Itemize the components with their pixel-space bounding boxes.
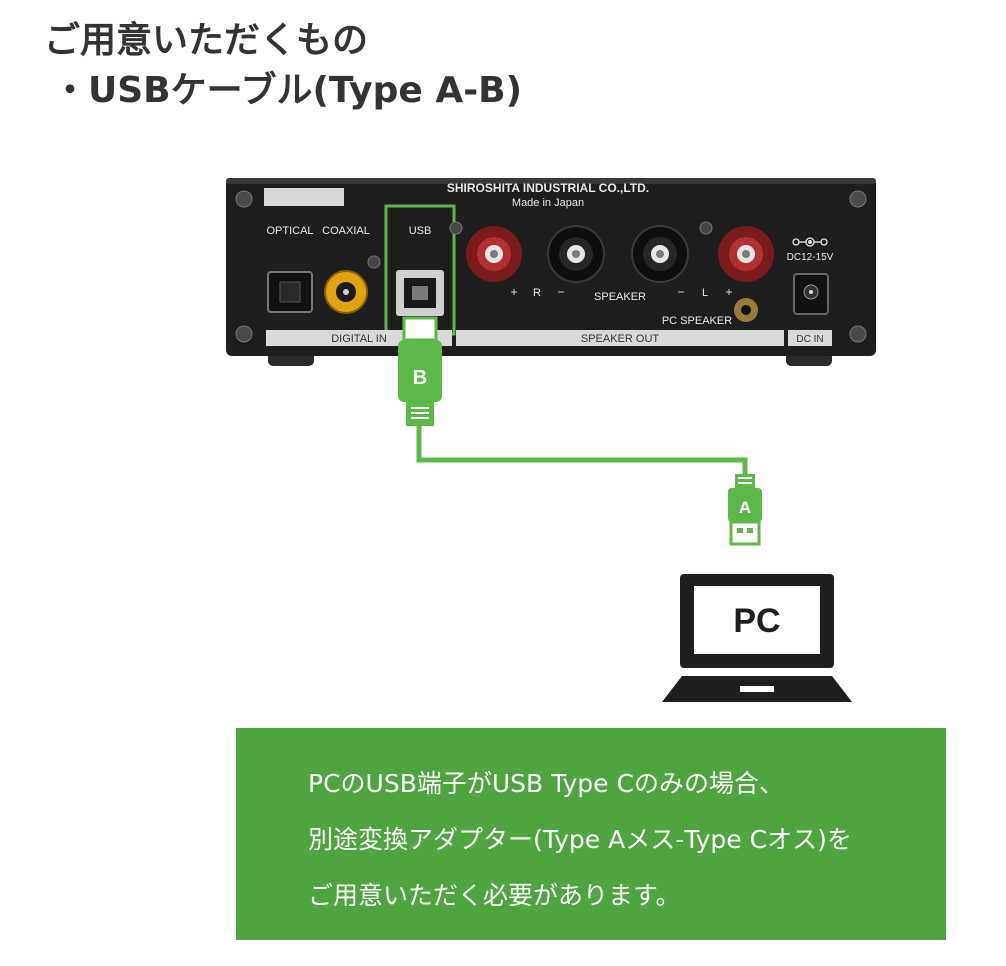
usb-cable: B A xyxy=(398,316,762,546)
terminal-minus-l: − xyxy=(677,285,684,299)
pc-speaker-label: PC SPEAKER xyxy=(662,315,732,327)
pc-label: PC xyxy=(733,602,780,640)
usb-b-port-icon xyxy=(396,270,444,316)
pc-laptop-icon xyxy=(662,574,852,702)
dc-jack-icon xyxy=(793,273,829,315)
device-rear-panel: SHIROSHITA INDUSTRIAL CO.,LTD. Made in J… xyxy=(226,178,876,356)
screw-icon xyxy=(699,221,713,235)
dc-polarity-icon xyxy=(792,237,828,247)
usb-label: USB xyxy=(409,225,432,237)
screw-icon xyxy=(367,255,381,269)
terminal-l-label: L xyxy=(702,287,708,299)
screw-icon xyxy=(235,190,867,343)
speaker-out-label: SPEAKER OUT xyxy=(581,333,660,345)
speaker-terminal-r-plus-icon xyxy=(466,226,522,282)
adapter-note: PCのUSB端子がUSB Type Cのみの場合、 別途変換アダプター(Type… xyxy=(236,728,946,940)
heading-title: ご用意いただくもの xyxy=(44,20,369,61)
terminal-minus-r: − xyxy=(557,285,564,299)
usb-a-plug-icon xyxy=(728,474,762,546)
cable-end-b-label: B xyxy=(413,367,427,389)
coaxial-port-icon xyxy=(324,270,368,314)
terminal-plus-l: + xyxy=(725,285,732,299)
coaxial-label: COAXIAL xyxy=(322,225,370,237)
serial-label-plate xyxy=(264,188,344,206)
screw-icon xyxy=(449,221,463,235)
digital-in-label: DIGITAL IN xyxy=(331,333,387,345)
cable-end-a-label: A xyxy=(739,498,751,517)
note-line-3: ご用意いただく必要があります。 xyxy=(308,881,681,910)
note-line-2: 別途変換アダプター(Type Aメス-Type Cオス)を xyxy=(308,825,852,854)
terminal-r-label: R xyxy=(533,287,541,299)
optical-port-icon xyxy=(267,271,313,313)
heading-item: ・USBケーブル(Type A-B) xyxy=(52,70,523,111)
speaker-terminal-l-minus-icon xyxy=(631,225,689,283)
cable-wire xyxy=(416,426,748,476)
dc-in-strip xyxy=(788,330,832,346)
note-line-1: PCのUSB端子がUSB Type Cのみの場合、 xyxy=(308,769,784,798)
speaker-terminal-r-minus-icon xyxy=(547,225,605,283)
dc-in-label: DC IN xyxy=(796,334,823,345)
maker-label: SHIROSHITA INDUSTRIAL CO.,LTD. xyxy=(447,181,649,195)
optical-label: OPTICAL xyxy=(266,225,313,237)
usb-b-plug-icon xyxy=(398,316,442,426)
origin-label: Made in Japan xyxy=(512,197,584,209)
pc-speaker-jack-icon xyxy=(734,298,758,322)
speaker-terminal-l-plus-icon xyxy=(718,226,774,282)
terminal-plus-r: + xyxy=(510,285,517,299)
speaker-out-strip xyxy=(456,330,784,346)
dc-voltage-label: DC12-15V xyxy=(787,252,834,263)
heading: ご用意いただくもの ・USBケーブル(Type A-B) xyxy=(44,16,522,116)
speaker-label: SPEAKER xyxy=(594,291,646,303)
